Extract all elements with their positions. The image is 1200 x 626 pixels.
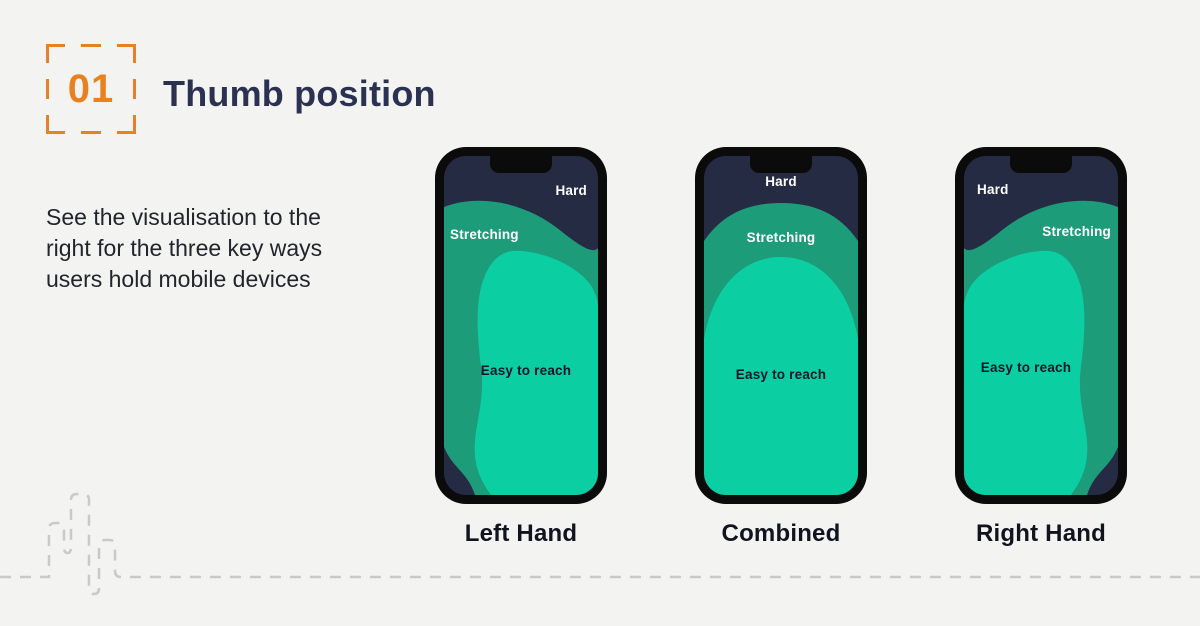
easy-zone [964, 250, 1088, 495]
intro-line: See the visualisation to the [46, 204, 321, 230]
phone-card-left-hand: Hard Stretching Easy to reach Left Hand [435, 147, 607, 548]
phone-graphic-combined [695, 147, 867, 504]
phone-graphic-left [435, 147, 607, 504]
zone-label-hard: Hard [555, 183, 587, 198]
zone-label-easy: Easy to reach [980, 360, 1072, 375]
phone-caption-combined: Combined [721, 520, 841, 547]
zone-label-stretching: Stretching [746, 230, 816, 245]
section-number-frame: 01 [46, 44, 136, 134]
phone-notch [490, 156, 552, 173]
zone-label-hard: Hard [977, 182, 1009, 197]
zone-label-easy: Easy to reach [480, 363, 572, 378]
phone-card-combined: Hard Stretching Easy to reach Combined [695, 147, 867, 548]
intro-text: See the visualisation to the right for t… [46, 202, 322, 295]
page-title: Thumb position [163, 73, 436, 114]
zone-label-stretching: Stretching [1042, 224, 1111, 239]
phone-card-right-hand: Hard Stretching Easy to reach Right Hand [955, 147, 1127, 548]
zone-label-easy: Easy to reach [735, 367, 827, 382]
phone-mockup-combined: Hard Stretching Easy to reach [695, 147, 867, 504]
phone-mockup-right: Hard Stretching Easy to reach [955, 147, 1127, 504]
easy-zone [474, 250, 598, 495]
phone-caption-left-hand: Left Hand [464, 520, 578, 547]
intro-line: right for the three key ways [46, 235, 323, 261]
zone-label-stretching: Stretching [450, 227, 519, 242]
zone-label-hard: Hard [765, 174, 797, 189]
dashed-bracket-frame [46, 44, 136, 134]
phone-caption-right-hand: Right Hand [976, 520, 1106, 547]
phone-mockup-left: Hard Stretching Easy to reach [435, 147, 607, 504]
phone-notch [1010, 156, 1072, 173]
phone-notch [750, 156, 812, 173]
phone-graphic-right [955, 147, 1127, 504]
bracket-strokes [46, 44, 136, 134]
easy-zone [704, 257, 858, 495]
intro-line: users hold mobile devices [46, 266, 311, 292]
section-number: 01 [67, 66, 115, 111]
